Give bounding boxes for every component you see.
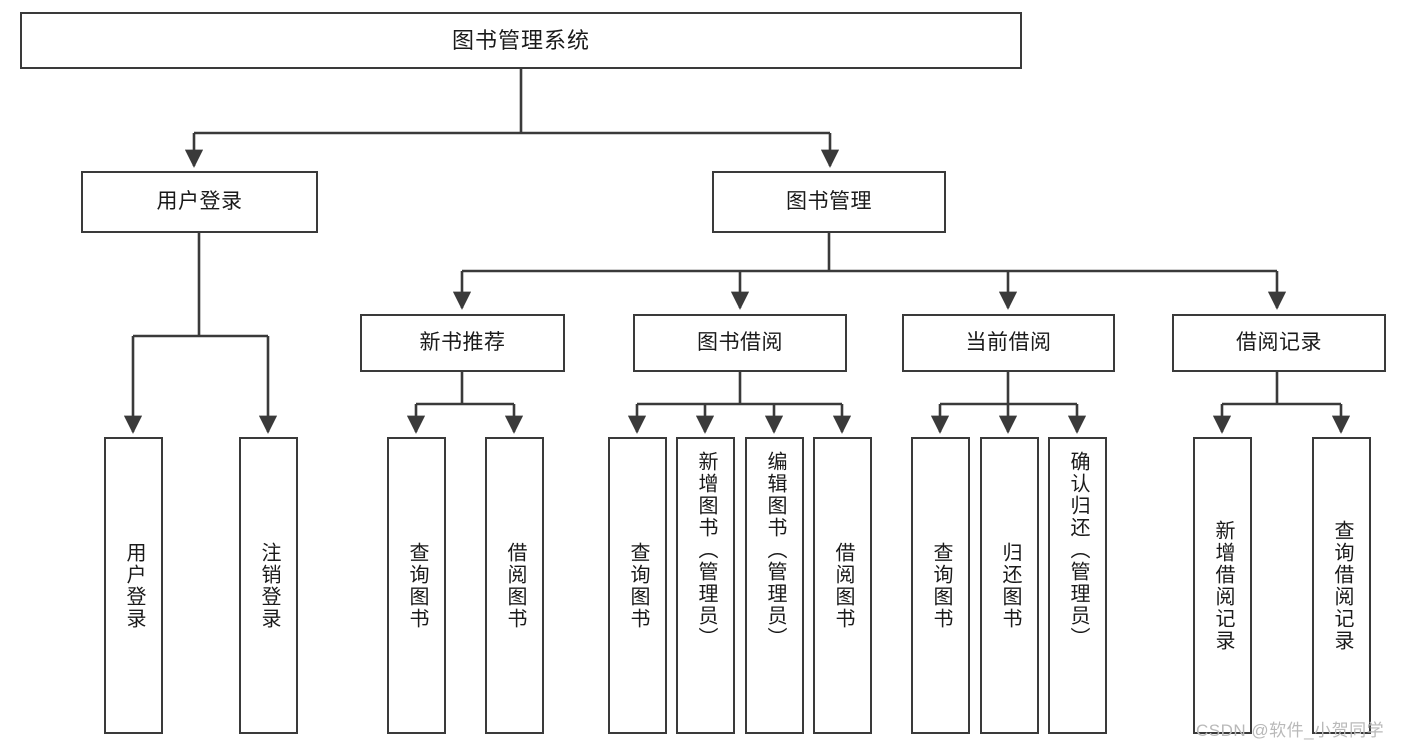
node-current-borrow-label: 当前借阅 xyxy=(965,330,1052,354)
node-leaf-query-record[interactable]: 查询借阅记录 xyxy=(1312,437,1371,734)
node-leaf-query-book-1[interactable]: 查询图书 xyxy=(387,437,446,734)
node-book-borrow-label: 图书借阅 xyxy=(697,330,783,354)
node-leaf-query-book-3[interactable]: 查询图书 xyxy=(911,437,970,734)
node-leaf-logout-login-label: 注销登录 xyxy=(258,541,280,630)
node-leaf-user-login[interactable]: 用户登录 xyxy=(104,437,163,734)
node-leaf-borrow-book-1-label: 借阅图书 xyxy=(504,541,526,630)
node-book-borrow[interactable]: 图书借阅 xyxy=(633,314,847,372)
node-book-manage[interactable]: 图书管理 xyxy=(712,171,946,233)
node-borrow-record-label: 借阅记录 xyxy=(1236,330,1322,354)
node-leaf-borrow-book-1[interactable]: 借阅图书 xyxy=(485,437,544,734)
node-leaf-add-book-label: 新增图书（管理员） xyxy=(695,451,717,649)
node-leaf-query-book-1-label: 查询图书 xyxy=(406,541,428,630)
node-leaf-user-login-label: 用户登录 xyxy=(123,541,145,630)
node-leaf-query-record-label: 查询借阅记录 xyxy=(1331,519,1353,652)
node-user-login[interactable]: 用户登录 xyxy=(81,171,318,233)
node-new-book-recommend[interactable]: 新书推荐 xyxy=(360,314,565,372)
node-leaf-borrow-book-2-label: 借阅图书 xyxy=(832,541,854,630)
node-leaf-logout-login[interactable]: 注销登录 xyxy=(239,437,298,734)
csdn-watermark: CSDN @软件_小贺同学 xyxy=(1196,721,1385,740)
node-book-manage-label: 图书管理 xyxy=(786,189,872,213)
node-leaf-query-book-2-label: 查询图书 xyxy=(627,541,649,630)
node-leaf-confirm-return-label: 确认归还（管理员） xyxy=(1067,451,1089,649)
node-leaf-return-book[interactable]: 归还图书 xyxy=(980,437,1039,734)
node-leaf-add-record[interactable]: 新增借阅记录 xyxy=(1193,437,1252,734)
node-leaf-add-record-label: 新增借阅记录 xyxy=(1212,519,1234,652)
node-root[interactable]: 图书管理系统 xyxy=(20,12,1022,69)
node-current-borrow[interactable]: 当前借阅 xyxy=(902,314,1115,372)
node-borrow-record[interactable]: 借阅记录 xyxy=(1172,314,1386,372)
node-leaf-add-book[interactable]: 新增图书（管理员） xyxy=(676,437,735,734)
node-root-label: 图书管理系统 xyxy=(451,27,590,53)
node-leaf-return-book-label: 归还图书 xyxy=(999,541,1021,630)
node-leaf-edit-book[interactable]: 编辑图书（管理员） xyxy=(745,437,804,734)
node-leaf-query-book-2[interactable]: 查询图书 xyxy=(608,437,667,734)
node-leaf-borrow-book-2[interactable]: 借阅图书 xyxy=(813,437,872,734)
node-user-login-label: 用户登录 xyxy=(156,189,243,213)
node-leaf-query-book-3-label: 查询图书 xyxy=(930,541,952,630)
node-leaf-confirm-return[interactable]: 确认归还（管理员） xyxy=(1048,437,1107,734)
node-leaf-edit-book-label: 编辑图书（管理员） xyxy=(764,451,786,649)
node-new-book-recommend-label: 新书推荐 xyxy=(419,330,506,354)
